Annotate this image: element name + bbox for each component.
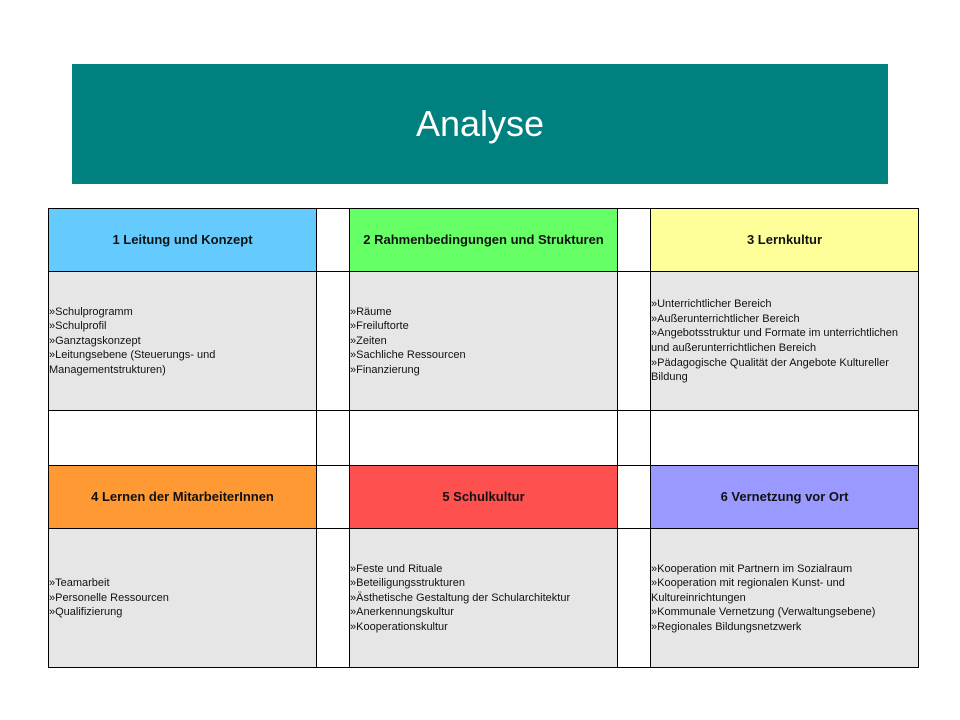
list-item: »Anerkennungskultur — [350, 606, 454, 619]
list-item: »Angebotsstruktur und Formate im unterri… — [651, 327, 899, 354]
gap-cell — [316, 528, 350, 668]
list-item: »Finanzierung — [350, 363, 420, 376]
spacer-row — [48, 410, 919, 466]
list-item: »Ästhetische Gestaltung der Schularchite… — [350, 591, 571, 604]
list-item: »Unterrichtlicher Bereich — [651, 298, 772, 311]
list-item: »Freiluftorte — [350, 320, 409, 333]
gap-cell — [316, 271, 350, 411]
list-item: »Außerunterrichtlicher Bereich — [651, 312, 800, 325]
spacer-cell — [349, 410, 618, 466]
list-item: »Kooperationskultur — [350, 620, 448, 633]
box6-content: »Kooperation mit Partnern im Sozialraum … — [650, 528, 919, 668]
page-title: Analyse — [415, 103, 545, 144]
box1-header: 1 Leitung und Konzept — [48, 208, 317, 272]
gap-cell — [617, 271, 651, 411]
gap-cell — [316, 208, 350, 272]
box4-header: 4 Lernen der MitarbeiterInnen — [48, 465, 317, 529]
list-item: »Kooperation mit regionalen Kunst- und K… — [651, 577, 845, 604]
spacer-cell — [650, 410, 919, 466]
list-item: »Pädagogische Qualität der Angebote Kult… — [651, 356, 889, 384]
list-item: »Kommunale Vernetzung (Verwaltungsebene) — [651, 606, 876, 619]
list-item: »Schulprofil — [49, 320, 107, 333]
list-item: »Beteiligungsstrukturen — [350, 577, 465, 590]
content-row-bottom: »Teamarbeit »Personelle Ressourcen »Qual… — [48, 528, 919, 668]
spacer-cell — [617, 410, 651, 466]
box3-content: »Unterrichtlicher Bereich »Außerunterric… — [650, 271, 919, 411]
list-item: »Kooperation mit Partnern im Sozialraum — [651, 562, 853, 575]
list-item: »Feste und Rituale — [350, 562, 443, 575]
list-item: »Schulprogramm — [49, 305, 133, 318]
box2-header: 2 Rahmenbedingungen und Strukturen — [349, 208, 618, 272]
box5-content: »Feste und Rituale »Beteiligungsstruktur… — [349, 528, 618, 668]
box4-content: »Teamarbeit »Personelle Ressourcen »Qual… — [48, 528, 317, 668]
header-row-bottom: 4 Lernen der MitarbeiterInnen 5 Schulkul… — [48, 465, 919, 529]
list-item: »Regionales Bildungsnetzwerk — [651, 620, 802, 633]
content-row-top: »Schulprogramm »Schulprofil »Ganztagskon… — [48, 271, 919, 411]
title-banner: Analyse — [72, 64, 888, 184]
analysis-grid: 1 Leitung und Konzept 2 Rahmenbedingunge… — [48, 208, 919, 668]
list-item: »Räume — [350, 305, 392, 318]
box2-content: »Räume »Freiluftorte »Zeiten »Sachliche … — [349, 271, 618, 411]
spacer-cell — [316, 410, 350, 466]
gap-cell — [617, 208, 651, 272]
gap-cell — [617, 465, 651, 529]
box1-content: »Schulprogramm »Schulprofil »Ganztagskon… — [48, 271, 317, 411]
list-item: »Sachliche Ressourcen — [350, 349, 466, 362]
list-item: »Teamarbeit — [49, 577, 110, 590]
box3-header: 3 Lernkultur — [650, 208, 919, 272]
spacer-cell — [48, 410, 317, 466]
list-item: »Zeiten — [350, 334, 387, 347]
gap-cell — [316, 465, 350, 529]
box6-header: 6 Vernetzung vor Ort — [650, 465, 919, 529]
box5-header: 5 Schulkultur — [349, 465, 618, 529]
gap-cell — [617, 528, 651, 668]
header-row-top: 1 Leitung und Konzept 2 Rahmenbedingunge… — [48, 208, 919, 272]
list-item: »Ganztagskonzept — [49, 334, 141, 347]
list-item: »Leitungsebene (Steuerungs- und Manageme… — [49, 349, 216, 376]
list-item: »Personelle Ressourcen — [49, 591, 169, 604]
list-item: »Qualifizierung — [49, 606, 123, 619]
